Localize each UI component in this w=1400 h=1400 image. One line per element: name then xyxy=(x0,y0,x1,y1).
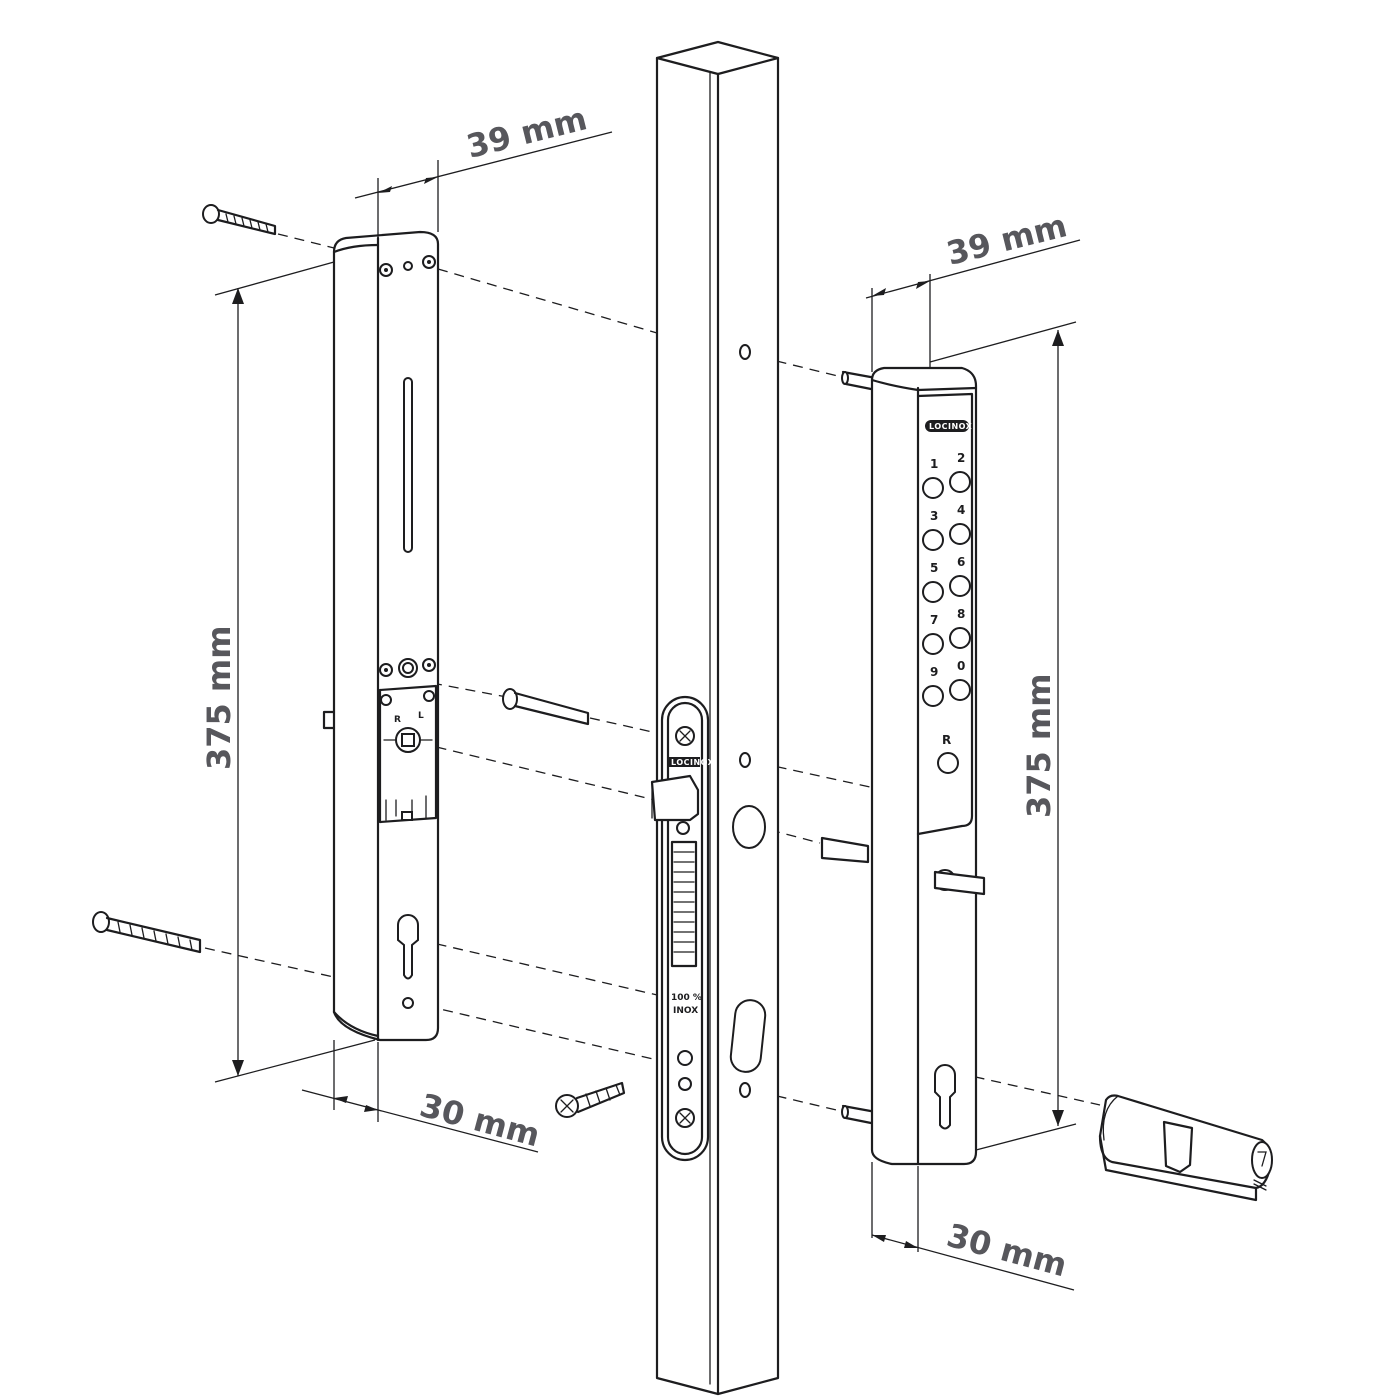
reset-key[interactable] xyxy=(937,752,959,774)
key-label-3: 3 xyxy=(930,509,938,523)
plate-screw-icon xyxy=(555,1081,626,1118)
keypad-lock-unit: LOCINOX 1 2 3 4 5 6 7 8 9 0 R xyxy=(820,366,986,1166)
right-height-label: 375 mm xyxy=(1020,673,1058,818)
key-6[interactable] xyxy=(949,575,971,597)
reset-key-label: R xyxy=(942,733,951,747)
key-9[interactable] xyxy=(922,685,944,707)
key-label-4: 4 xyxy=(957,503,965,517)
right-width-bottom-label: 30 mm xyxy=(943,1216,1071,1284)
key-7[interactable] xyxy=(922,633,944,655)
right-width-top-label: 39 mm xyxy=(943,206,1071,272)
key-label-8: 8 xyxy=(957,607,965,621)
latch xyxy=(650,774,700,822)
cylinder-cutout xyxy=(397,914,419,980)
cylinder-cutout-outer xyxy=(934,1064,956,1130)
keypad-brand: LOCINOX xyxy=(929,422,973,431)
dimension-lines xyxy=(214,131,1081,1291)
left-width-bottom-label: 30 mm xyxy=(416,1086,544,1154)
spindle-stub xyxy=(933,870,986,896)
key-4[interactable] xyxy=(949,523,971,545)
plate-brand-strip xyxy=(668,757,700,767)
key-label-6: 6 xyxy=(957,555,965,569)
alignment-lines xyxy=(204,233,1101,1113)
keypad-icon: 1 2 3 4 5 6 7 8 9 0 R xyxy=(922,451,971,774)
key-2[interactable] xyxy=(949,471,971,493)
direction-left-label: L xyxy=(418,711,424,721)
key-0[interactable] xyxy=(949,679,971,701)
key-label-0: 0 xyxy=(957,659,965,673)
inner-lock-unit: R L xyxy=(322,230,440,1042)
left-width-top-label: 39 mm xyxy=(463,99,591,165)
plate-brand: LOCINOX xyxy=(671,758,715,767)
gate-post: LOCINOX 100 % INOX xyxy=(650,40,780,1396)
key-label-1: 1 xyxy=(930,457,938,471)
key-1[interactable] xyxy=(922,477,944,499)
key-label-5: 5 xyxy=(930,561,938,575)
screw-icon xyxy=(202,204,277,236)
left-height-label: 375 mm xyxy=(200,625,238,770)
key-5[interactable] xyxy=(922,581,944,603)
plate-material-line2: INOX xyxy=(673,1006,698,1016)
cylinder-icon xyxy=(1098,1094,1273,1202)
key-3[interactable] xyxy=(922,529,944,551)
key-8[interactable] xyxy=(949,627,971,649)
plate-material-line1: 100 % xyxy=(671,993,702,1003)
key-label-9: 9 xyxy=(930,665,938,679)
key-label-7: 7 xyxy=(930,613,938,627)
key-label-2: 2 xyxy=(957,451,965,465)
direction-right-label: R xyxy=(394,715,401,725)
long-screw-icon xyxy=(92,911,202,954)
bolt-pin-icon xyxy=(502,688,590,726)
keypad-brand-strip xyxy=(925,420,969,432)
deadbolt-window xyxy=(670,840,698,968)
